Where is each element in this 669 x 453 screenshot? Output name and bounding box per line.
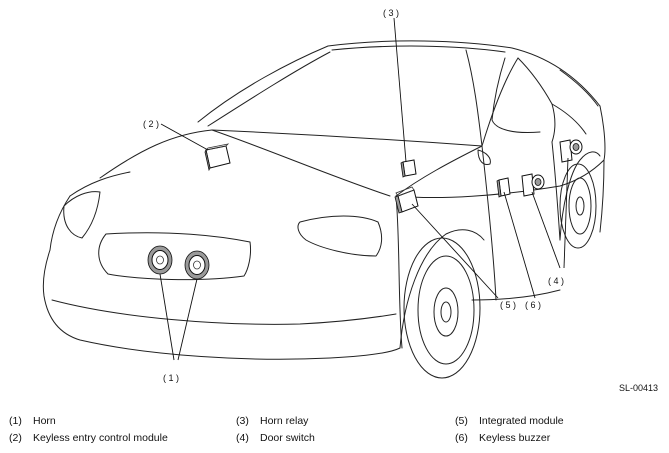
callout-3: ( 3 ) [383,8,399,18]
door-switch-rear [559,139,583,163]
keyless-buzzer [496,177,511,198]
legend-column: (1)Horn (2)Keyless entry control module [9,413,168,447]
legend-item-keyless-entry-control-module: (2)Keyless entry control module [9,432,168,444]
horn-relay [400,159,417,178]
legend-column: (3)Horn relay (4)Door switch [236,413,315,447]
callout-5: ( 5 ) [500,300,516,310]
callout-4: ( 4 ) [548,276,564,286]
door-switch-front [521,173,545,197]
callout-2: ( 2 ) [143,119,159,129]
integrated-module [394,186,419,214]
legend-column: (5)Integrated module (6)Keyless buzzer [455,413,564,447]
horn-right [184,250,210,280]
rear-wheel [559,163,597,249]
vehicle-component-diagram: ( 1 ) ( 2 ) ( 3 ) ( 4 ) ( 5 ) ( 6 ) [42,8,606,383]
legend-item-horn: (1)Horn [9,415,56,427]
callout-6: ( 6 ) [525,300,541,310]
leader-lines [159,17,569,361]
front-wheel [403,237,481,379]
figure-id: SL-00413 [618,383,658,393]
keyless-entry-control-module [204,143,231,172]
horn-left [147,245,173,275]
legend-item-door-switch: (4)Door switch [236,432,315,444]
legend-item-integrated-module: (5)Integrated module [455,415,564,427]
legend-item-keyless-buzzer: (6)Keyless buzzer [455,432,551,444]
legend-item-horn-relay: (3)Horn relay [236,415,309,427]
car-outline [42,40,606,360]
callout-1: ( 1 ) [163,373,179,383]
